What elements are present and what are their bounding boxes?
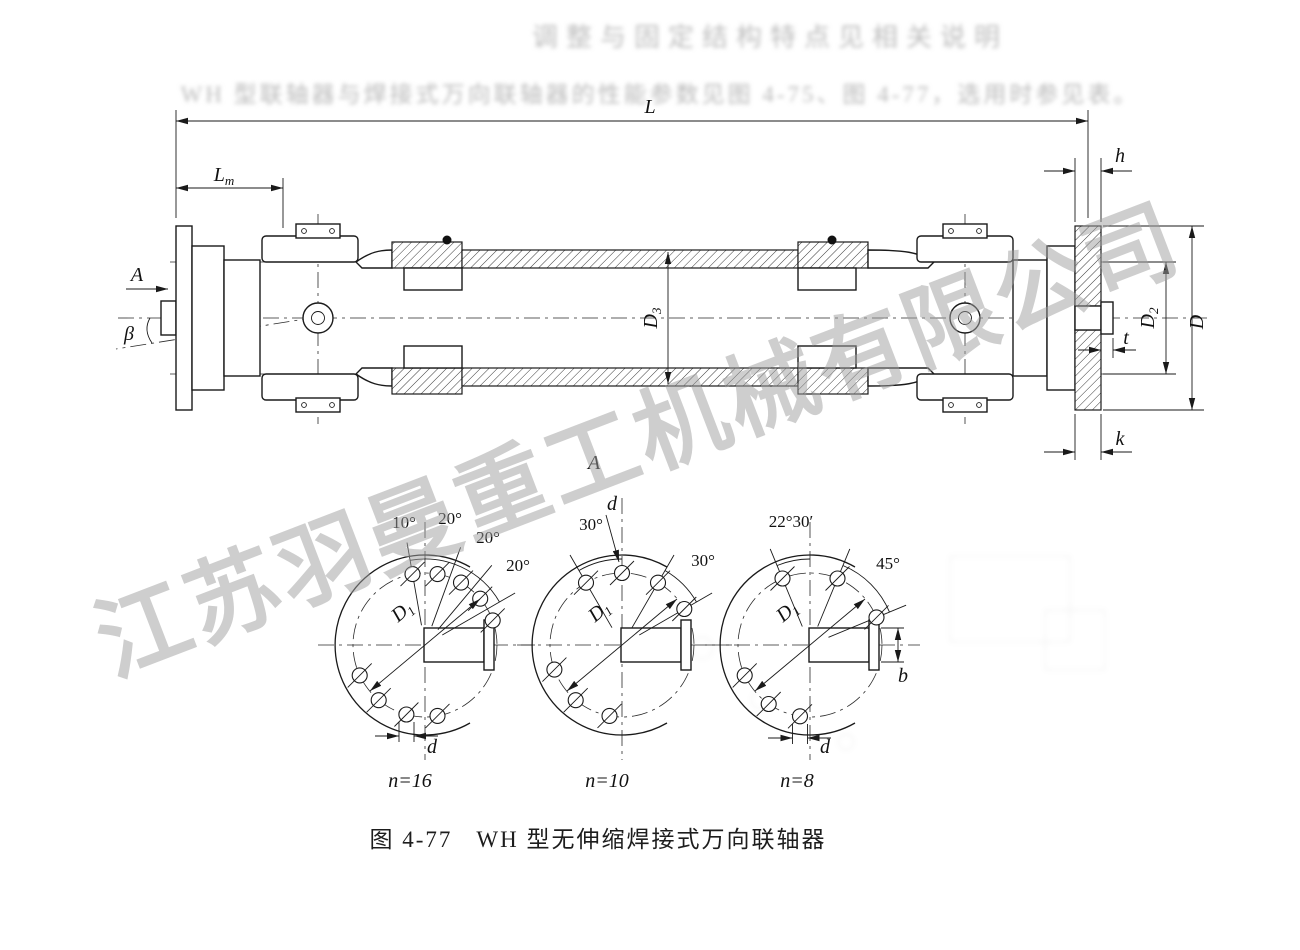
tube-shaft <box>391 235 869 395</box>
dim-b: b <box>881 627 908 687</box>
dim-D2: D2 <box>1103 261 1176 375</box>
bleed-text-line1: 调整与固定结构特点见相关说明 <box>532 23 1008 52</box>
D1-label: D1 <box>771 596 803 628</box>
dim-D3: D3 <box>640 252 672 384</box>
bleed-text-line2: WH 型联轴器与焊接式万向联轴器的性能参数见图 4-75、图 4-77，选用时参… <box>181 82 1140 107</box>
section-A-label: A <box>586 452 601 474</box>
dim-L: L <box>175 96 1089 218</box>
right-flange <box>1074 225 1114 411</box>
end-view-n16: D1 10° 20° 20° 20° d n=16 <box>318 509 535 792</box>
D-label: D <box>1186 314 1208 330</box>
D1-label: D1 <box>583 596 615 628</box>
Lm-label: Lm <box>213 164 235 188</box>
hole-count-n8: n=8 <box>780 770 814 792</box>
d-label: d <box>427 736 438 758</box>
left-universal-joint <box>261 223 393 413</box>
h-label: h <box>1115 145 1125 167</box>
dim-d-bottom: d <box>768 724 831 758</box>
bleed-through-artifacts <box>690 555 1106 751</box>
beta-label: β <box>123 323 134 345</box>
view-A-label: A <box>129 264 144 286</box>
d-label-top: d <box>607 493 618 515</box>
dim-d-bottom: d <box>375 722 438 758</box>
dim-t: t <box>1078 327 1136 358</box>
L-label: L <box>643 96 655 118</box>
angle-45: 45° <box>876 554 900 573</box>
d-label: d <box>820 736 831 758</box>
angle-30b: 30° <box>691 551 715 570</box>
angle-20a: 20° <box>438 509 462 528</box>
angle-30a: 30° <box>579 515 603 534</box>
weld-bead-left <box>442 235 452 245</box>
weld-bead-right <box>827 235 837 245</box>
hole-count-n10: n=10 <box>585 770 629 792</box>
dim-h: h <box>1044 145 1132 222</box>
D1-label: D1 <box>386 596 418 628</box>
left-flange <box>160 225 261 411</box>
figure-caption: 图 4-77 WH 型无伸缩焊接式万向联轴器 <box>370 827 827 852</box>
angle-20b: 20° <box>476 528 500 547</box>
angle-20c: 20° <box>506 556 530 575</box>
figure-title: WH 型无伸缩焊接式万向联轴器 <box>476 827 826 852</box>
view-arrow-A: A <box>126 264 168 293</box>
k-label: k <box>1116 428 1126 450</box>
D3-label: D3 <box>640 307 664 329</box>
figure-number: 图 4-77 <box>370 827 453 852</box>
dim-D: D <box>1103 225 1208 411</box>
main-assembly-view: β A <box>115 96 1210 460</box>
dim-Lm: Lm <box>176 164 284 228</box>
hole-count-n16: n=16 <box>388 770 432 792</box>
angle-2230: 22°30′ <box>769 512 814 531</box>
end-view-n10: D1 30° 30° A d n=10 <box>517 452 732 792</box>
D2-label: D2 <box>1137 307 1161 329</box>
b-label: b <box>898 665 908 687</box>
dim-k: k <box>1044 414 1132 460</box>
right-universal-joint <box>867 223 1076 413</box>
section-A-and-d-leader: A d <box>586 452 620 563</box>
t-label: t <box>1123 327 1129 349</box>
angle-10: 10° <box>392 513 416 532</box>
end-view-n8: D1 22°30′ 45° b d n=8 <box>705 512 920 792</box>
bleed-through-text: 调整与固定结构特点见相关说明 WH 型联轴器与焊接式万向联轴器的性能参数见图 4… <box>181 23 1140 107</box>
